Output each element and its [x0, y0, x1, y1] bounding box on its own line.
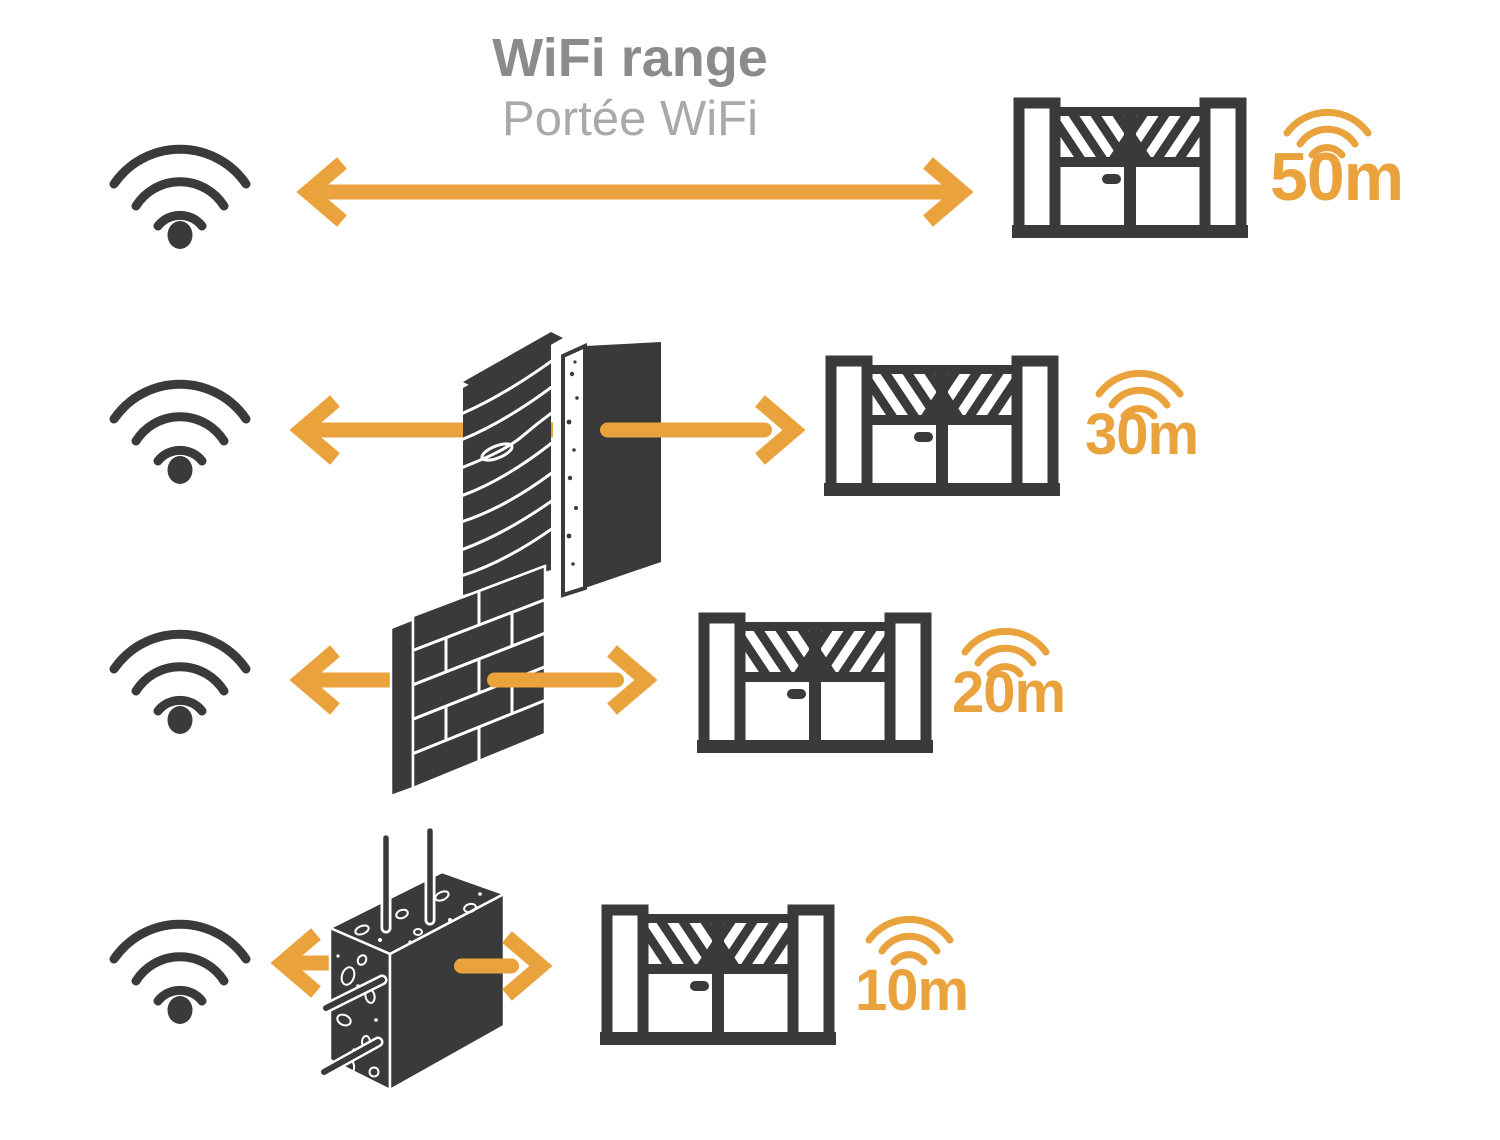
arrow-right-icon	[598, 392, 808, 468]
arrow-right-icon	[485, 642, 660, 718]
range-label: 20m	[952, 660, 1066, 725]
wifi-source-icon	[106, 132, 254, 250]
wifi-source-icon	[106, 617, 254, 735]
wood-plasterboard-wall-icon	[455, 322, 665, 598]
brick-wall-icon	[385, 560, 553, 798]
range-label: 30m	[1085, 402, 1199, 467]
gate-icon	[822, 353, 1062, 498]
gate-icon	[598, 902, 838, 1047]
title-block: WiFi range Portée WiFi	[330, 28, 930, 147]
title-en: WiFi range	[492, 28, 768, 88]
range-label: 10m	[855, 958, 969, 1023]
signal-strength-icon	[862, 906, 957, 964]
range-double-arrow-icon	[290, 154, 980, 230]
arrow-right-icon	[452, 928, 555, 1004]
wifi-source-icon	[106, 367, 254, 485]
title-fr: Portée WiFi	[502, 92, 758, 147]
wifi-source-icon	[106, 907, 254, 1025]
gate-icon	[695, 610, 935, 755]
range-label: 50m	[1270, 139, 1404, 215]
reinforced-concrete-wall-icon	[318, 825, 516, 1096]
gate-icon	[1010, 95, 1250, 240]
